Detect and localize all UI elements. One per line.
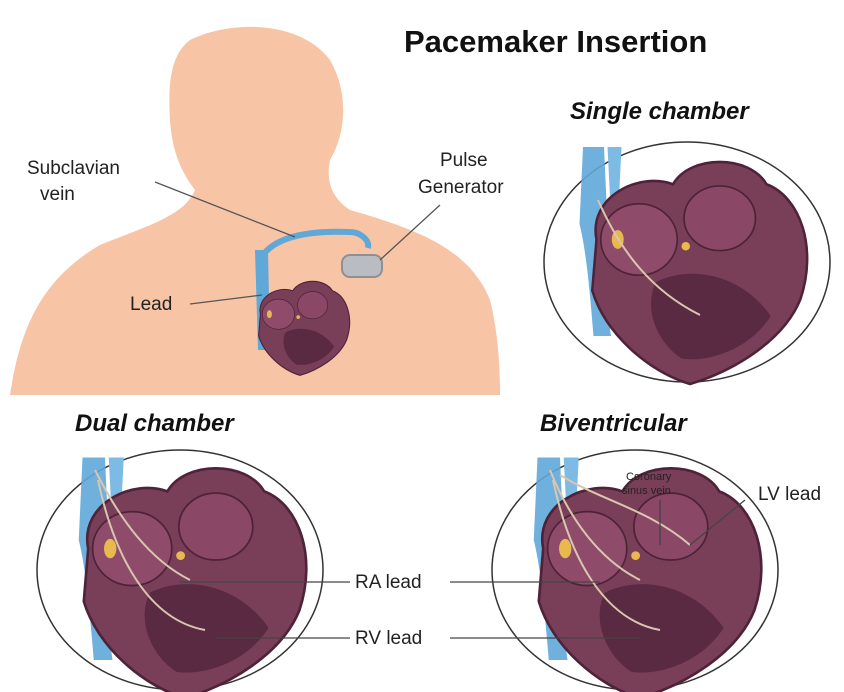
lead-label: Lead bbox=[130, 294, 172, 316]
coronary-label-line2: sinus vein bbox=[622, 484, 671, 498]
ra-lead-label: RA lead bbox=[355, 572, 422, 594]
subclavian-label-line2: vein bbox=[40, 184, 75, 206]
page-title: Pacemaker Insertion bbox=[404, 24, 707, 60]
rv-lead-label: RV lead bbox=[355, 628, 422, 650]
pulse-label-line2: Generator bbox=[418, 177, 504, 199]
coronary-label-line1: Coronary bbox=[626, 470, 671, 484]
single-chamber-heading: Single chamber bbox=[570, 98, 749, 126]
subclavian-label-line1: Subclavian bbox=[27, 158, 120, 180]
torso-silhouette bbox=[10, 27, 500, 395]
biventricular-heading: Biventricular bbox=[540, 410, 687, 438]
dual-chamber-heading: Dual chamber bbox=[75, 410, 234, 438]
pulse-label-line1: Pulse bbox=[440, 150, 488, 172]
pulse-generator bbox=[342, 255, 382, 277]
lv-lead-label: LV lead bbox=[758, 484, 821, 506]
